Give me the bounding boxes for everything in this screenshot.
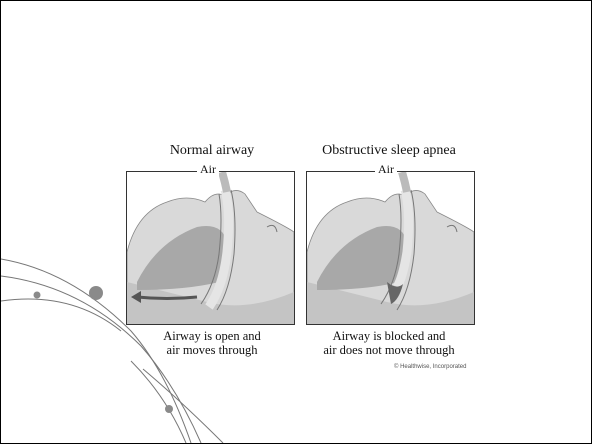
image-credit: © Healthwise, Incorporated xyxy=(394,364,466,370)
caption-normal-line1: Airway is open and xyxy=(127,329,297,343)
air-flow-arrow xyxy=(222,172,227,192)
caption-apnea: Airway is blocked and air does not move … xyxy=(301,329,477,357)
caption-apnea-line2: air does not move through xyxy=(301,343,477,357)
panel-title-apnea: Obstructive sleep apnea xyxy=(304,143,474,159)
caption-normal-line2: air moves through xyxy=(127,343,297,357)
decor-dot-small-bottom xyxy=(165,405,173,413)
illustration-obstructive-airway xyxy=(306,171,475,325)
decor-arc-3 xyxy=(1,299,121,331)
illustration-normal-airway xyxy=(126,171,295,325)
airflow-path-arrow xyxy=(137,297,197,299)
caption-apnea-line1: Airway is blocked and xyxy=(301,329,477,343)
decor-dot-large xyxy=(89,286,103,300)
air-label-apnea: Air xyxy=(375,162,397,177)
air-flow-arrow xyxy=(402,172,407,192)
air-label-normal: Air xyxy=(197,162,219,177)
decor-arc-4 xyxy=(131,361,186,443)
panel-title-normal: Normal airway xyxy=(127,143,297,159)
caption-normal: Airway is open and air moves through xyxy=(127,329,297,357)
decor-dot-small-left xyxy=(34,292,41,299)
